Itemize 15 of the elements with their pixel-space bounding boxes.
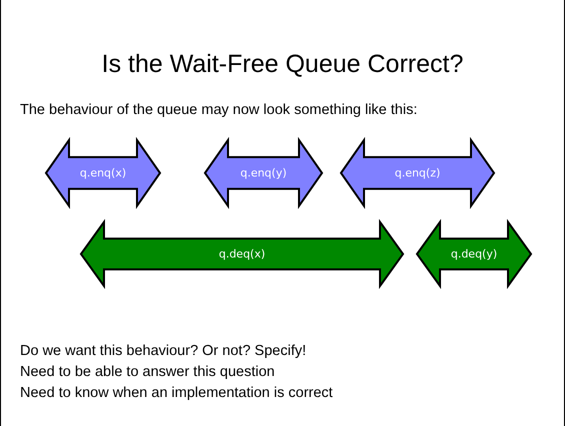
body-text: Need to know when an implementation is correct bbox=[20, 385, 333, 401]
double-arrow-shape bbox=[46, 140, 160, 206]
double-arrow-shape bbox=[341, 140, 494, 206]
body-text: The behaviour of the queue may now look something like this: bbox=[20, 102, 418, 118]
double-arrow-shape bbox=[205, 140, 322, 206]
operation-label: q.enq(y) bbox=[239, 166, 288, 180]
operation-label: q.enq(z) bbox=[394, 166, 442, 180]
body-text: Do we want this behaviour? Or not? Specify! bbox=[20, 343, 306, 359]
body-text: Need to be able to answer this question bbox=[20, 364, 275, 380]
operation-label: q.deq(x) bbox=[218, 248, 266, 260]
double-arrow-shape bbox=[417, 222, 531, 286]
slide-title: Is the Wait-Free Queue Correct? bbox=[100, 50, 464, 79]
double-arrow-shape bbox=[81, 222, 403, 286]
operation-label: q.enq(x) bbox=[78, 166, 128, 180]
operation-label: q.deq(y) bbox=[450, 248, 498, 260]
